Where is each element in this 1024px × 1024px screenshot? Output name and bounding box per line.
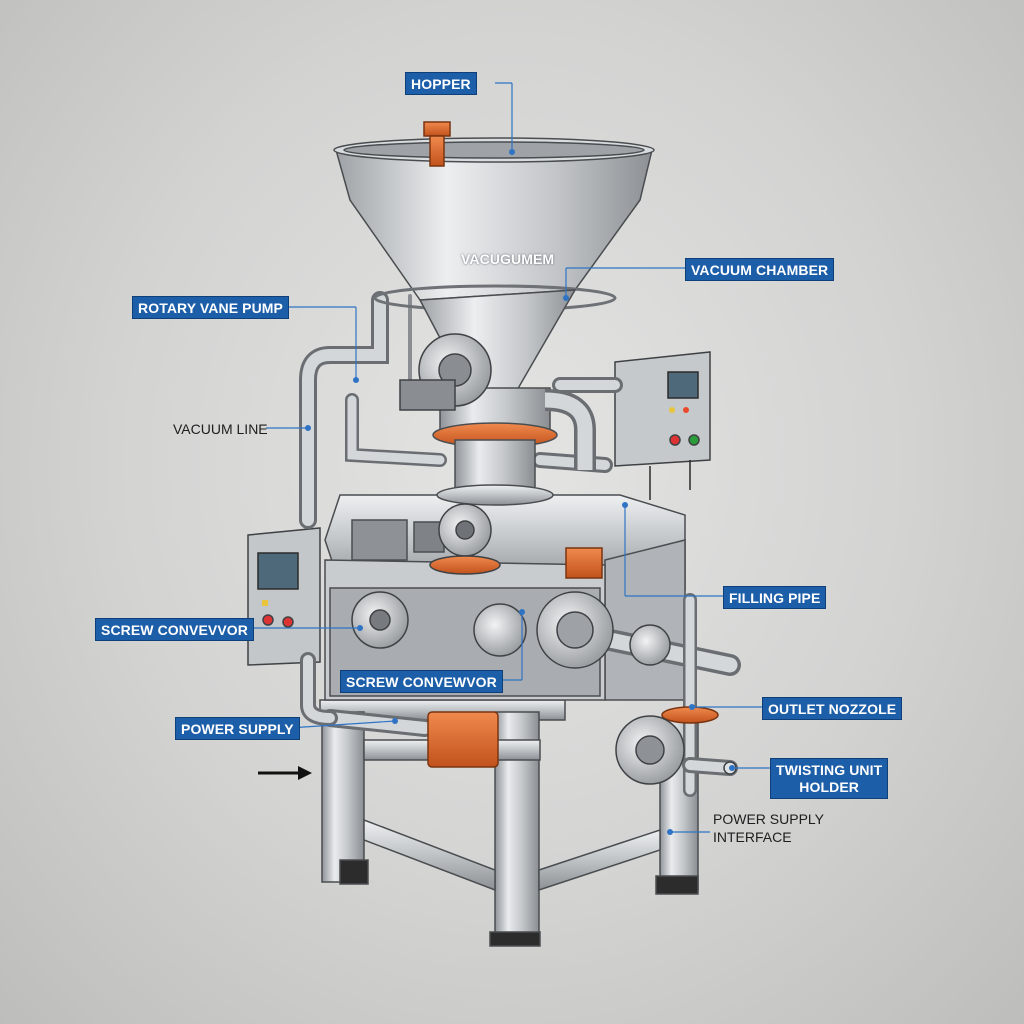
label-power-supply: POWER SUPPLY [175,717,300,740]
gear-icon [429,503,501,575]
label-twisting-unit-holder: TWISTING UNIT HOLDER [770,758,889,799]
label-power-supply-interface-line2: INTERFACE [713,829,792,845]
label-power-supply-interface-line1: POWER SUPPLY [713,811,824,827]
label-hopper: HOPPER [405,72,477,95]
valve-icon [423,121,719,768]
arrow-right-icon [258,766,312,780]
label-screw-conveyor-center: SCREW CONVEWVOR [340,670,503,693]
label-twisting-unit-holder-line1: TWISTING UNIT [776,762,883,778]
outlet-nozzle-assembly [615,715,737,785]
screw-conveyor-assembly [351,591,671,669]
rotary-vane-pump [399,333,492,411]
label-filling-pipe: FILLING PIPE [723,586,827,609]
right-control-box [614,351,711,500]
label-rotary-vane-pump: ROTARY VANE PUMP [132,296,289,319]
vacuum-chamber [432,387,596,506]
hopper [333,137,655,422]
label-vacuum-line: VACUUM LINE [173,421,268,437]
label-power-supply-interface: POWER SUPPLY INTERFACE [713,810,824,846]
label-screw-conveyor-left: SCREW CONVEVVOR [95,618,254,641]
label-vacugumem: VACUGUMEM [461,251,555,267]
label-vacuum-chamber: VACUUM CHAMBER [685,258,835,281]
label-outlet-nozzle: OUTLET NOZZOLE [762,697,903,720]
leader-power-supply [288,720,396,729]
label-twisting-unit-holder-line2: HOLDER [799,779,859,795]
